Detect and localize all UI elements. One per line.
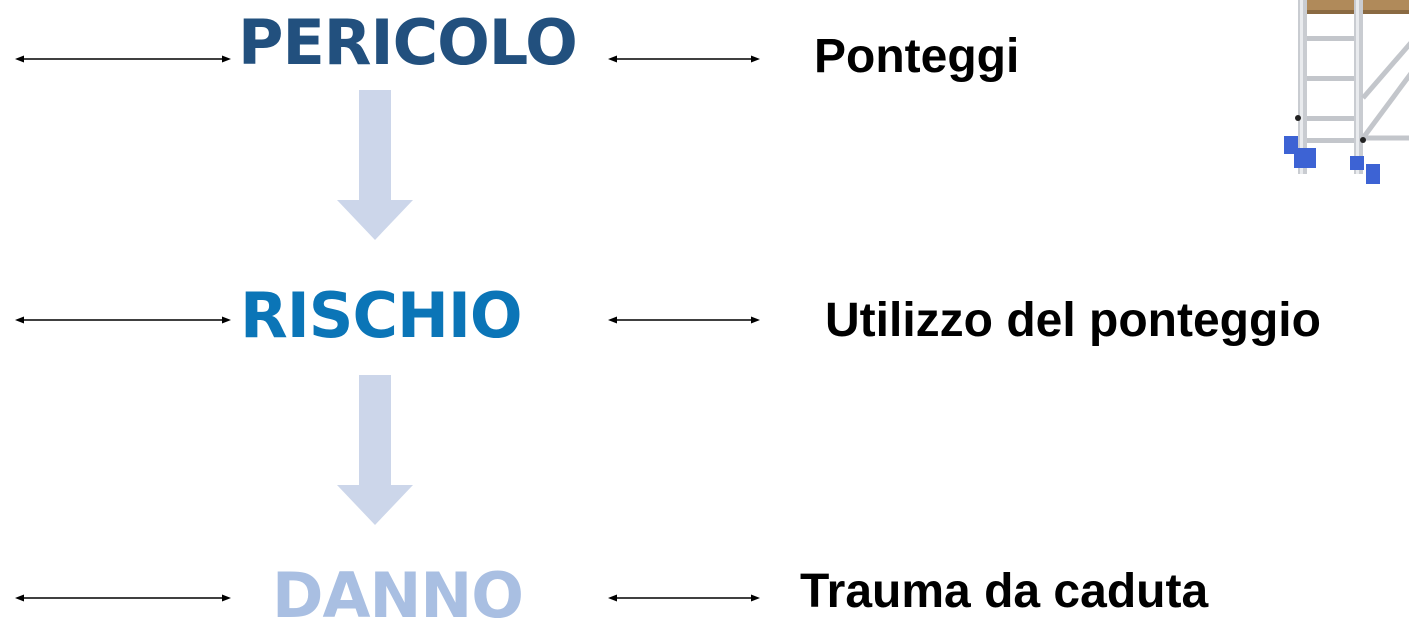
example-trauma: Trauma da caduta (800, 565, 1209, 618)
flow-arrow-down-1 (337, 90, 413, 240)
double-arrow-left-1 (15, 55, 231, 63)
double-arrow-left-2 (15, 316, 231, 324)
flow-arrow-down-2 (337, 375, 413, 525)
double-arrow-right-1 (608, 55, 760, 63)
term-rischio: RISCHIO (240, 279, 523, 352)
double-arrow-right-3 (608, 594, 760, 602)
example-utilizzo: Utilizzo del ponteggio (825, 294, 1321, 347)
scaffold-icon (1284, 0, 1409, 184)
example-ponteggi: Ponteggi (814, 30, 1020, 83)
term-pericolo: PERICOLO (238, 6, 578, 79)
double-arrow-left-3 (15, 594, 231, 602)
term-danno: DANNO (272, 559, 524, 627)
double-arrow-right-2 (608, 316, 760, 324)
